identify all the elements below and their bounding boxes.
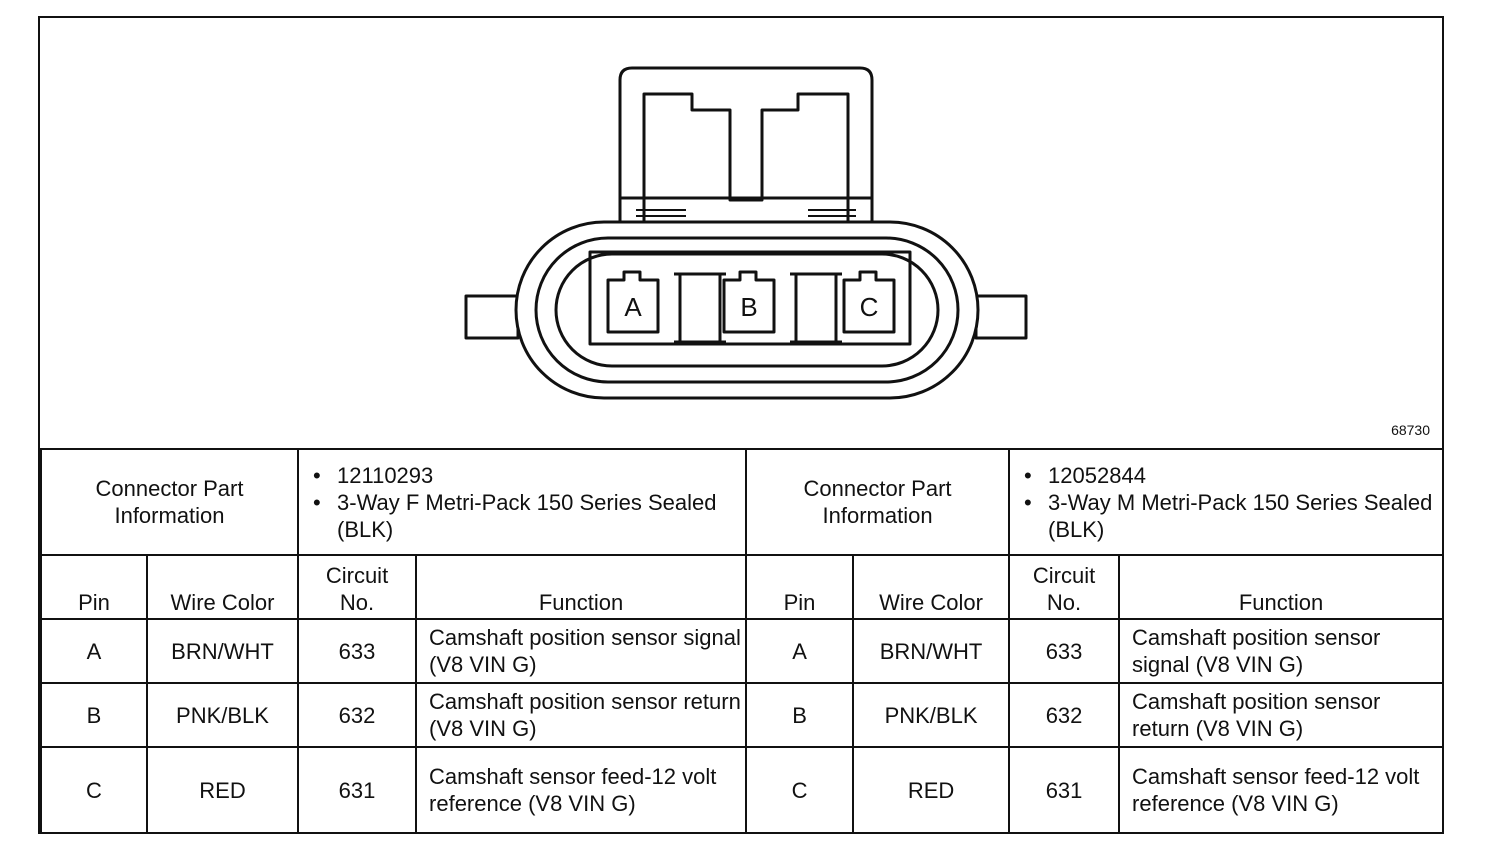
pin-cell: B: [40, 682, 148, 748]
part-number: 12052844: [1024, 462, 1442, 489]
connector-info-row: Connector Part Information 12110293 3-Wa…: [39, 448, 1445, 556]
pin-b-box: [722, 270, 776, 334]
connector-pinout-table: Connector Part Information 12110293 3-Wa…: [39, 448, 1445, 834]
terminal-cavity: [588, 250, 912, 346]
pin-cell: B: [745, 682, 855, 748]
wire-color-cell: BRN/WHT: [145, 618, 300, 684]
pin-a-label: A: [624, 292, 642, 322]
housing-outer: [514, 220, 980, 400]
pin-c-box: [842, 270, 896, 334]
connector-description: 3-Way F Metri-Pack 150 Series Sealed (BL…: [313, 489, 745, 543]
circuit-cell: 631: [297, 746, 418, 834]
header-function: Function: [1118, 554, 1445, 620]
pin-cell: C: [745, 746, 855, 834]
wire-color-cell: RED: [852, 746, 1011, 834]
pin-b-label: B: [740, 292, 757, 322]
circuit-cell: 633: [297, 618, 418, 684]
housing-inner: [554, 252, 940, 368]
function-cell: Camshaft position sensor return (V8 VIN …: [415, 682, 748, 748]
figure-number: 68730: [1391, 422, 1430, 438]
pin-cell: A: [40, 618, 148, 684]
lock-tab-outer: [618, 66, 874, 222]
function-cell: Camshaft position sensor return (V8 VIN …: [1118, 682, 1445, 748]
right-ear: [974, 294, 1028, 340]
pin-a-box: [606, 270, 660, 334]
circuit-cell: 631: [1008, 746, 1121, 834]
table-row: A BRN/WHT 633 Camshaft position sensor s…: [40, 618, 1445, 684]
header-function: Function: [415, 554, 748, 620]
housing-seal: [534, 236, 960, 384]
wire-color-cell: BRN/WHT: [852, 618, 1011, 684]
circuit-cell: 633: [1008, 618, 1121, 684]
left-ear: [464, 294, 520, 340]
circuit-cell: 632: [297, 682, 418, 748]
lock-tab-inner: [642, 92, 850, 222]
column-header-row: Pin Wire Color Circuit No. Function Pin …: [40, 554, 1445, 620]
header-pin: Pin: [40, 554, 148, 620]
part-number: 12110293: [313, 462, 745, 489]
function-cell: Camshaft sensor feed-12 volt reference (…: [1118, 746, 1445, 834]
connector-diagram: A B C: [464, 66, 1028, 400]
function-cell: Camshaft position sensor signal (V8 VIN …: [1118, 618, 1445, 684]
pin-c-label: C: [860, 292, 879, 322]
connector-end-view-figure: A B C 68730 Connector Part Information 1…: [38, 16, 1445, 834]
header-pin: Pin: [745, 554, 855, 620]
circuit-cell: 632: [1008, 682, 1121, 748]
header-wire-color: Wire Color: [145, 554, 300, 620]
header-wire-color: Wire Color: [852, 554, 1011, 620]
pin-cell: C: [40, 746, 148, 834]
header-circuit-no: Circuit No.: [1008, 554, 1121, 620]
table-row: C RED 631 Camshaft sensor feed-12 volt r…: [40, 746, 1445, 834]
wire-color-cell: PNK/BLK: [145, 682, 300, 748]
connector-info-label-left: Connector Part Information: [39, 448, 300, 556]
function-cell: Camshaft sensor feed-12 volt reference (…: [415, 746, 748, 834]
wire-color-cell: RED: [145, 746, 300, 834]
wire-color-cell: PNK/BLK: [852, 682, 1011, 748]
connector-info-left: 12110293 3-Way F Metri-Pack 150 Series S…: [297, 448, 748, 556]
connector-description: 3-Way M Metri-Pack 150 Series Sealed (BL…: [1024, 489, 1442, 543]
table-row: B PNK/BLK 632 Camshaft position sensor r…: [40, 682, 1445, 748]
connector-info-right: 12052844 3-Way M Metri-Pack 150 Series S…: [1008, 448, 1445, 556]
pin-cell: A: [745, 618, 855, 684]
connector-info-label-right: Connector Part Information: [745, 448, 1011, 556]
function-cell: Camshaft position sensor signal (V8 VIN …: [415, 618, 748, 684]
header-circuit-no: Circuit No.: [297, 554, 418, 620]
